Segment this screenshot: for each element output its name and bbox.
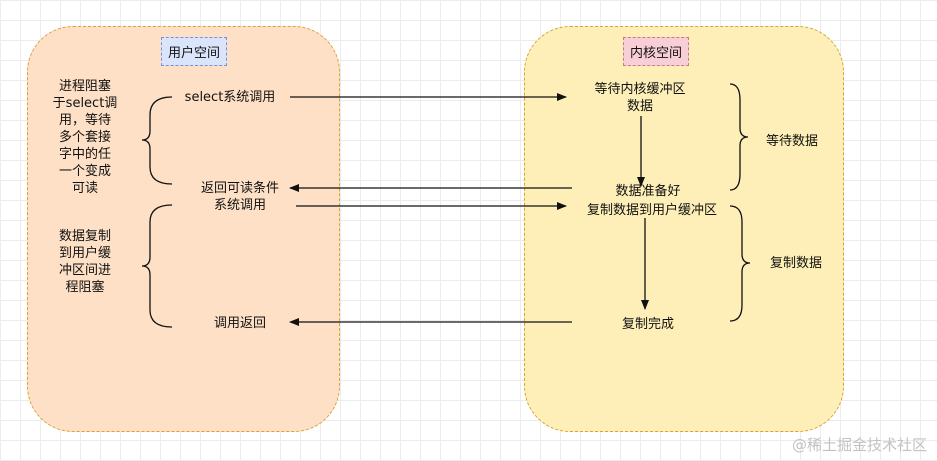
copy-to-user-label: 复制数据到用户缓冲区 — [586, 203, 717, 218]
call-return-label: 调用返回 — [213, 316, 266, 331]
wait-kernel-buffer-label: 等待内核缓冲区 数据 — [594, 82, 686, 114]
kernel-wait-brace — [729, 83, 749, 191]
user-space-panel — [27, 26, 340, 432]
user-wait-brace — [141, 96, 173, 185]
return-readable-label: 返回可读条件 系统调用 — [200, 181, 279, 213]
data-ready-label: 数据准备好 — [615, 184, 681, 199]
copy-done-label: 复制完成 — [621, 317, 674, 332]
watermark: @稀土掘金技术社区 — [791, 436, 927, 454]
user-copy-note: 数据复制 到用户缓 冲区间进 程阻塞 — [58, 229, 111, 295]
user-space-title: 用户空间 — [161, 37, 228, 66]
user-copy-brace — [141, 204, 173, 328]
select-call-label: select系统调用 — [184, 90, 276, 105]
phase-wait-label: 等待数据 — [765, 134, 818, 149]
kernel-space-panel — [524, 26, 844, 432]
user-wait-note: 进程阻塞 于select调 用，等待 多个套接 字中的任 一个变成 可读 — [52, 79, 118, 196]
phase-copy-label: 复制数据 — [769, 256, 822, 271]
kernel-copy-brace — [729, 205, 751, 322]
kernel-space-title: 内核空间 — [623, 37, 690, 66]
